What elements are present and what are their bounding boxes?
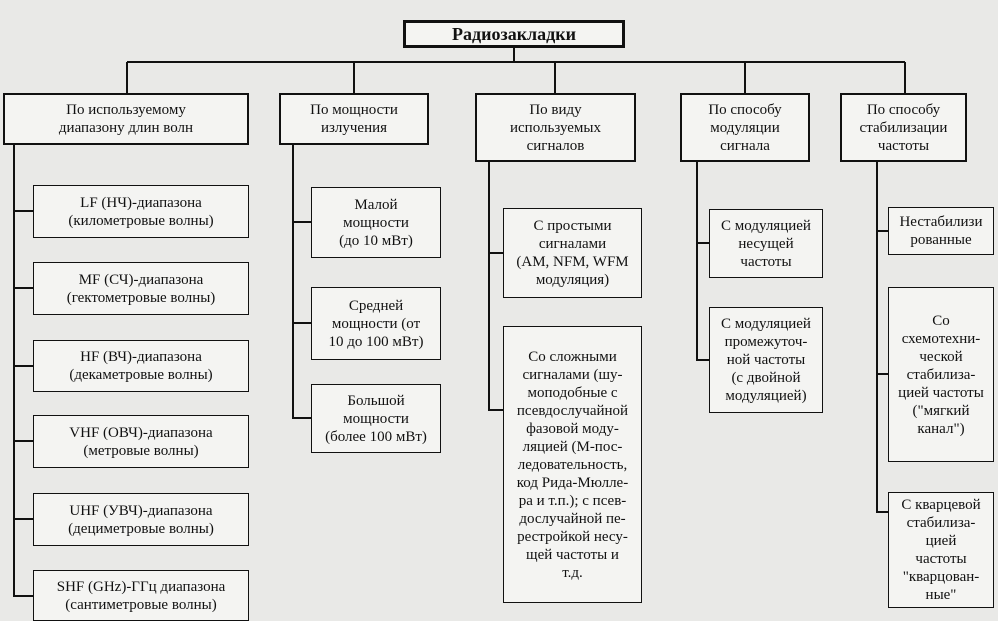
- item-uhf: UHF (УВЧ)-диапазона (дециметровые волны): [33, 493, 249, 546]
- category-modulation: По способу модуляции сигнала: [680, 93, 810, 162]
- item-if-modulation: С модуляцией промежуточ- ной частоты (с …: [709, 307, 823, 413]
- item-lf: LF (НЧ)-диапазона (километровые волны): [33, 185, 249, 238]
- item-unstabilized: Нестабилизи рованные: [888, 207, 994, 255]
- item-shf: SHF (GHz)-ГГц диапазона (сантиметровые в…: [33, 570, 249, 621]
- item-carrier-modulation: С модуляцией несущей частоты: [709, 209, 823, 278]
- item-vhf: VHF (ОВЧ)-диапазона (метровые волны): [33, 415, 249, 468]
- item-low-power: Малой мощности (до 10 мВт): [311, 187, 441, 258]
- item-circuit-stabilized: Со схемотехни- ческой стабилиза- цией ча…: [888, 287, 994, 462]
- item-high-power: Большой мощности (более 100 мВт): [311, 384, 441, 453]
- item-simple-signals: С простыми сигналами (AM, NFM, WFM модул…: [503, 208, 642, 298]
- item-medium-power: Средней мощности (от 10 до 100 мВт): [311, 287, 441, 360]
- category-signal-type: По виду используемых сигналов: [475, 93, 636, 162]
- category-power: По мощности излучения: [279, 93, 429, 145]
- root-node-title: Радиозакладки: [403, 20, 625, 48]
- category-stabilization: По способу стабилизации частоты: [840, 93, 967, 162]
- category-frequency-range: По используемому диапазону длин волн: [3, 93, 249, 145]
- item-quartz-stabilized: С кварцевой стабилиза- цией частоты "ква…: [888, 492, 994, 608]
- item-complex-signals: Со сложными сигналами (шу- моподобные с …: [503, 326, 642, 603]
- item-mf: MF (СЧ)-диапазона (гектометровые волны): [33, 262, 249, 315]
- item-hf: HF (ВЧ)-диапазона (декаметровые волны): [33, 340, 249, 392]
